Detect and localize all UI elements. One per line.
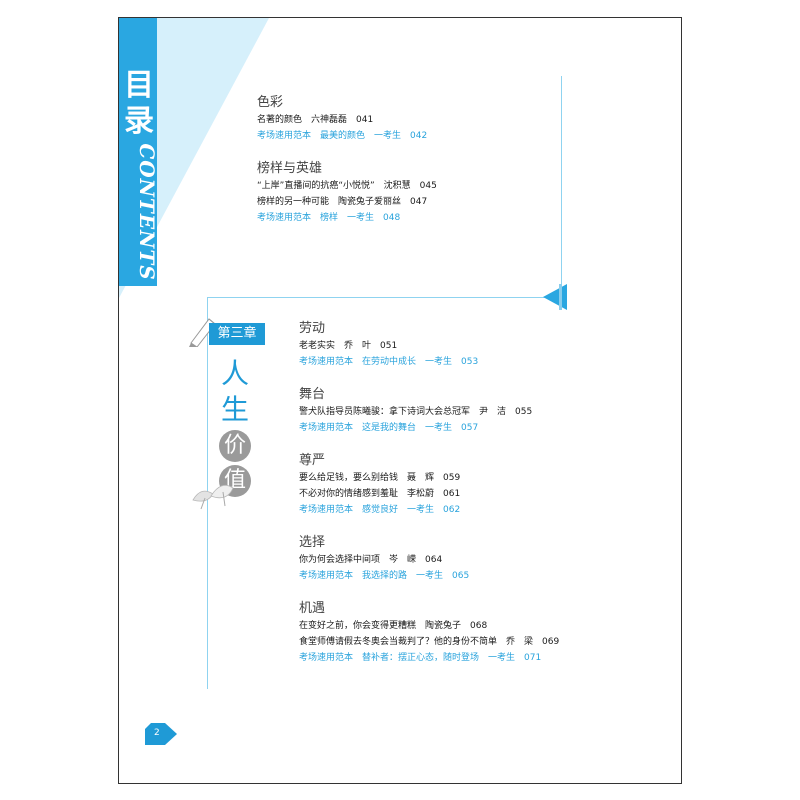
- section-block: 机遇 在变好之前，你会变得更糟糕 陶瓷兔子 068 食堂师傅请假去冬奥会当裁判了…: [299, 600, 559, 666]
- section-title: 榜样与英雄: [257, 161, 323, 176]
- section-block: 榜样与英雄 “上岸”直播间的抗癌“小悦悦” 沈积慧 045 榜样的另一种可能 陶…: [257, 160, 437, 226]
- section-block: 舞台 警犬队指导员陈曦骏：拿下诗词大会总冠军 尹 洁 055 考场速用范本 这是…: [299, 386, 532, 436]
- model-essay-entry[interactable]: 考场速用范本 感觉良好 一考生 062: [299, 505, 461, 515]
- section-title: 舞台: [299, 387, 326, 402]
- title-char-1: 目: [124, 68, 154, 103]
- section-title: 机遇: [299, 601, 326, 616]
- chapter-title-char: 生: [220, 393, 249, 426]
- chapter-title-char: 价: [219, 430, 251, 462]
- toc-entry[interactable]: 食堂师傅请假去冬奥会当裁判了？他的身份不简单 乔 梁 069: [299, 637, 560, 647]
- chapter-vertical-title: 人 生 价 值: [215, 356, 255, 500]
- contents-title-en: CONTENTS: [135, 143, 159, 281]
- arrow-fold-decoration: [559, 284, 562, 310]
- toc-entry[interactable]: 警犬队指导员陈曦骏：拿下诗词大会总冠军 尹 洁 055: [299, 407, 533, 417]
- toc-entry[interactable]: 要么给足钱，要么别给钱 聂 辉 059: [299, 473, 461, 483]
- model-essay-entry[interactable]: 考场速用范本 榜样 一考生 048: [257, 213, 401, 223]
- model-essay-entry[interactable]: 考场速用范本 这是我的舞台 一考生 057: [299, 423, 479, 433]
- title-char-2: 录: [124, 104, 154, 139]
- page-number: 2: [154, 728, 160, 738]
- toc-entry[interactable]: 名著的颜色 六神磊磊 041: [257, 115, 374, 125]
- toc-entry[interactable]: 榜样的另一种可能 陶瓷兔子爱丽丝 047: [257, 197, 428, 207]
- model-essay-entry[interactable]: 考场速用范本 在劳动中成长 一考生 053: [299, 357, 479, 367]
- section-title: 劳动: [299, 321, 326, 336]
- toc-entry[interactable]: 你为何会选择中间项 岑 嵘 064: [299, 555, 443, 565]
- section-block: 选择 你为何会选择中间项 岑 嵘 064 考场速用范本 我选择的路 一考生 06…: [299, 534, 469, 584]
- contents-banner: [119, 18, 157, 286]
- model-essay-entry[interactable]: 考场速用范本 替补者：摆正心态，随时登场 一考生 071: [299, 653, 542, 663]
- section-title: 色彩: [257, 95, 284, 110]
- model-essay-entry[interactable]: 考场速用范本 我选择的路 一考生 065: [299, 571, 470, 581]
- chapter-badge: 第三章: [209, 323, 265, 345]
- frame-line-right: [561, 76, 562, 296]
- contents-title-cn: 目 录: [123, 68, 155, 140]
- triangle-arrow-icon: [543, 284, 567, 310]
- section-title: 选择: [299, 535, 326, 550]
- model-essay-entry[interactable]: 考场速用范本 最美的颜色 一考生 042: [257, 131, 428, 141]
- section-block: 尊严 要么给足钱，要么别给钱 聂 辉 059 不必对你的情绪感到羞耻 李松蔚 0…: [299, 452, 460, 518]
- section-block: 劳动 老老实实 乔 叶 051 考场速用范本 在劳动中成长 一考生 053: [299, 320, 478, 370]
- contents-page: 目 录 CONTENTS 色彩 名著的颜色 六神磊磊 041 考场速用范本 最美…: [118, 17, 682, 784]
- frame-line-horizontal: [207, 297, 557, 298]
- chapter-title-char: 值: [219, 465, 251, 497]
- toc-entry[interactable]: 老老实实 乔 叶 051: [299, 341, 398, 351]
- section-title: 尊严: [299, 453, 326, 468]
- toc-entry[interactable]: 不必对你的情绪感到羞耻 李松蔚 061: [299, 489, 461, 499]
- page-number-badge: [145, 723, 177, 745]
- toc-entry[interactable]: “上岸”直播间的抗癌“小悦悦” 沈积慧 045: [257, 181, 437, 191]
- chapter-title-char: 人: [220, 357, 249, 390]
- toc-entry[interactable]: 在变好之前，你会变得更糟糕 陶瓷兔子 068: [299, 621, 488, 631]
- section-block: 色彩 名著的颜色 六神磊磊 041 考场速用范本 最美的颜色 一考生 042: [257, 94, 427, 144]
- ginkgo-leaf-icon: [192, 484, 234, 510]
